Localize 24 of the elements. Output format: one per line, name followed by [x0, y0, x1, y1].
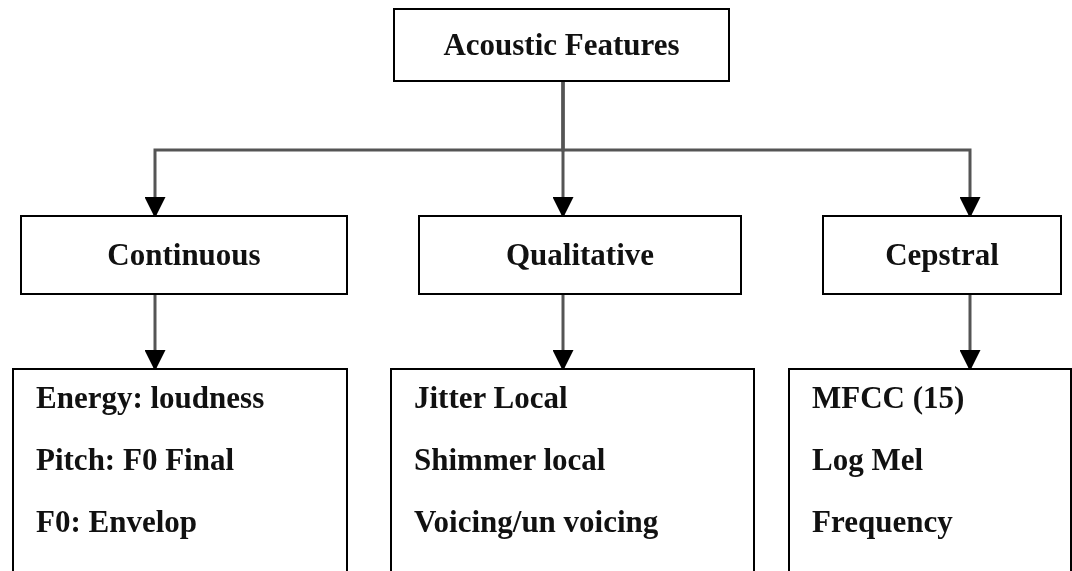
feature-item: Jitter Local [414, 379, 568, 417]
feature-list-box [12, 368, 348, 571]
box-title: Continuous [107, 237, 261, 273]
feature-item: Pitch: F0 Final [36, 441, 235, 479]
connector-arrow [552, 295, 574, 371]
feature-list-box [390, 368, 755, 571]
feature-item: Frequency [812, 503, 953, 541]
category-box [418, 215, 742, 295]
feature-item: Shimmer local [414, 441, 606, 479]
feature-item: F0: Envelop [36, 503, 198, 541]
box-title: Acoustic Features [443, 27, 680, 63]
box-title: Qualitative [505, 237, 655, 273]
feature-item: Log Mel [812, 441, 924, 479]
feature-item: Energy: loudness [36, 379, 265, 417]
box-title: Cepstral [885, 237, 999, 273]
feature-list-box [788, 368, 1072, 571]
connector-arrow [561, 82, 981, 218]
category-box [822, 215, 1062, 295]
connector-arrow [144, 295, 166, 371]
feature-item: MFCC (15) [812, 379, 965, 417]
category-box [393, 8, 730, 82]
category-box [20, 215, 348, 295]
feature-item: Voicing/un voicing [414, 503, 659, 541]
connector-arrow [959, 295, 981, 371]
